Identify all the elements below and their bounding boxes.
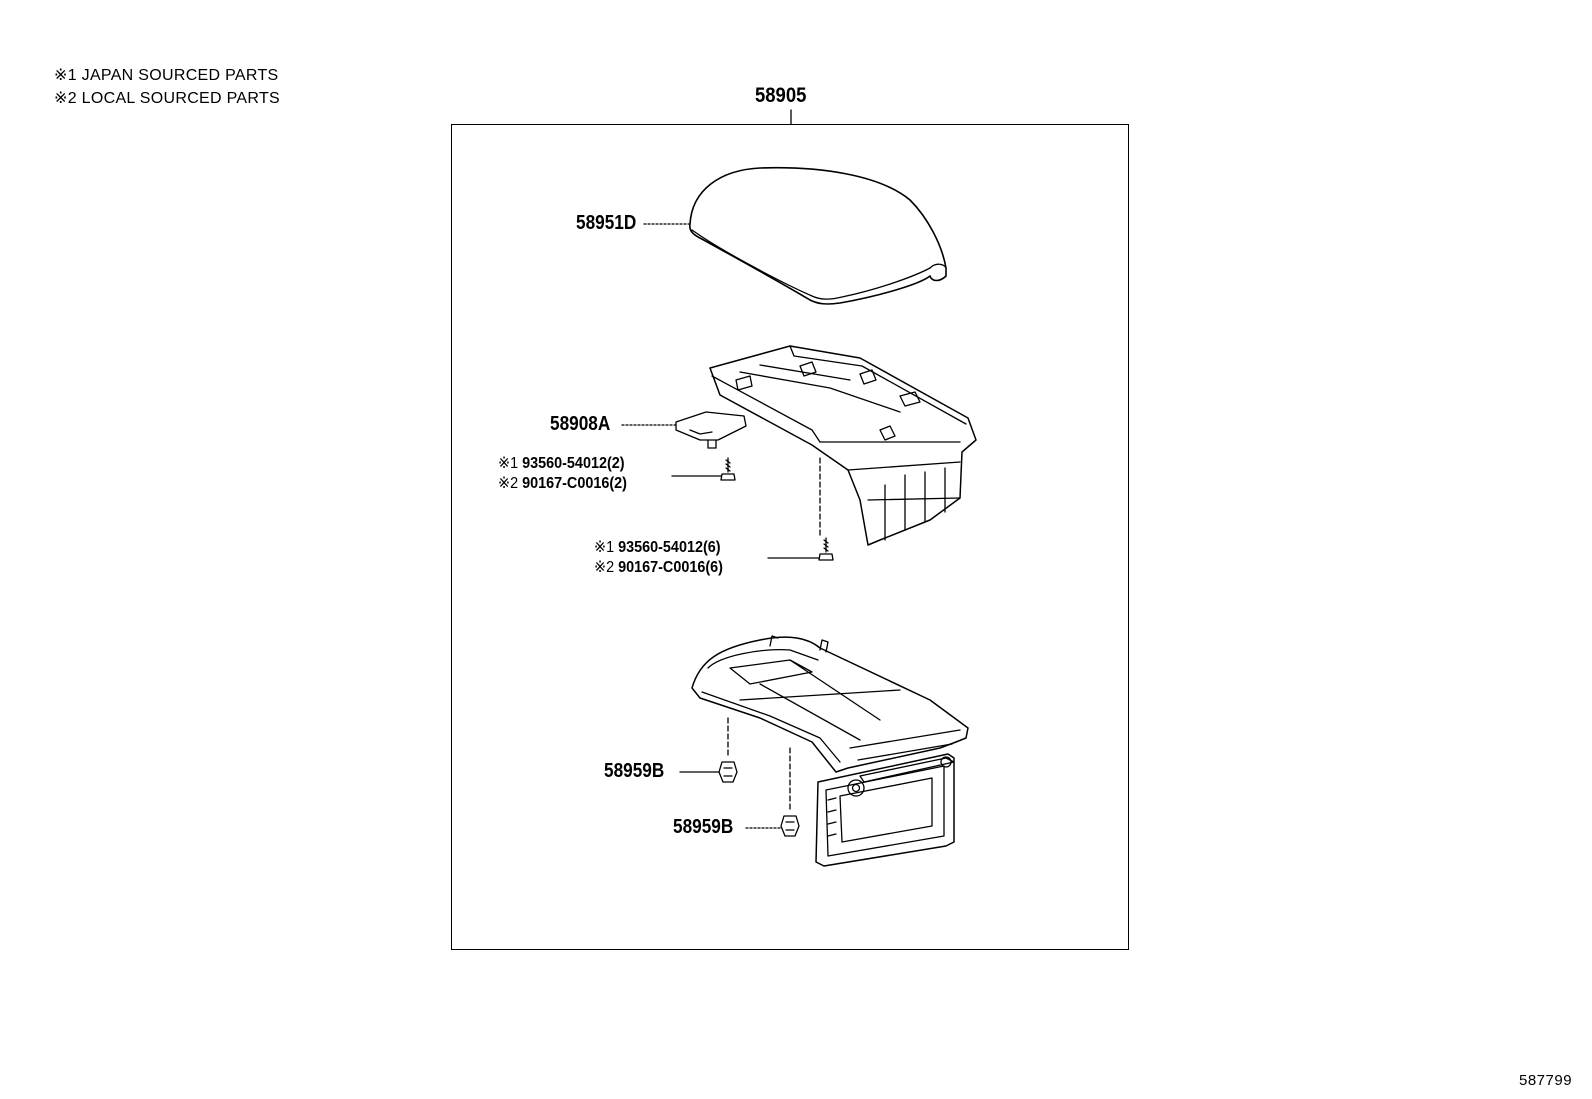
- latch-drawing: [675, 411, 747, 449]
- part-label-screw-b-japan[interactable]: 93560-54012(6): [618, 539, 721, 556]
- clip-2-drawing: [780, 815, 800, 837]
- part-label-clip-2[interactable]: 58959B: [673, 816, 734, 838]
- screw-b-callout: ※1 93560-54012(6) ※2 90167-C0016(6): [594, 538, 723, 578]
- legend: ※1 JAPAN SOURCED PARTS ※2 LOCAL SOURCED …: [54, 64, 280, 110]
- local-sourced-mark: ※2: [498, 475, 519, 492]
- local-sourced-mark: ※2: [594, 559, 615, 576]
- console-box-upper-drawing: [709, 345, 977, 546]
- part-label-clip-1[interactable]: 58959B: [604, 760, 665, 782]
- part-label-screw-b-local[interactable]: 90167-C0016(6): [618, 559, 723, 576]
- hinge-bracket-drawing: [815, 753, 955, 867]
- screw-a-drawing: [720, 457, 736, 481]
- armrest-lid-drawing: [689, 166, 947, 305]
- console-base-lower-drawing: [691, 635, 969, 773]
- part-label-screw-a-local[interactable]: 90167-C0016(2): [522, 475, 627, 492]
- assembly-part-number[interactable]: 58905: [755, 84, 807, 107]
- part-label-latch[interactable]: 58908A: [550, 413, 611, 435]
- assembly-frame: [451, 124, 1129, 950]
- part-label-screw-a-japan[interactable]: 93560-54012(2): [522, 455, 625, 472]
- screw-b-drawing: [818, 537, 834, 561]
- japan-sourced-mark: ※1: [498, 455, 519, 472]
- clip-1-drawing: [718, 761, 738, 783]
- diagram-id: 587799: [1519, 1072, 1573, 1089]
- part-label-lid[interactable]: 58951D: [576, 212, 637, 234]
- legend-note-japan: ※1 JAPAN SOURCED PARTS: [54, 67, 279, 84]
- screw-a-callout: ※1 93560-54012(2) ※2 90167-C0016(2): [498, 454, 627, 494]
- japan-sourced-mark: ※1: [594, 539, 615, 556]
- legend-note-local: ※2 LOCAL SOURCED PARTS: [54, 90, 280, 107]
